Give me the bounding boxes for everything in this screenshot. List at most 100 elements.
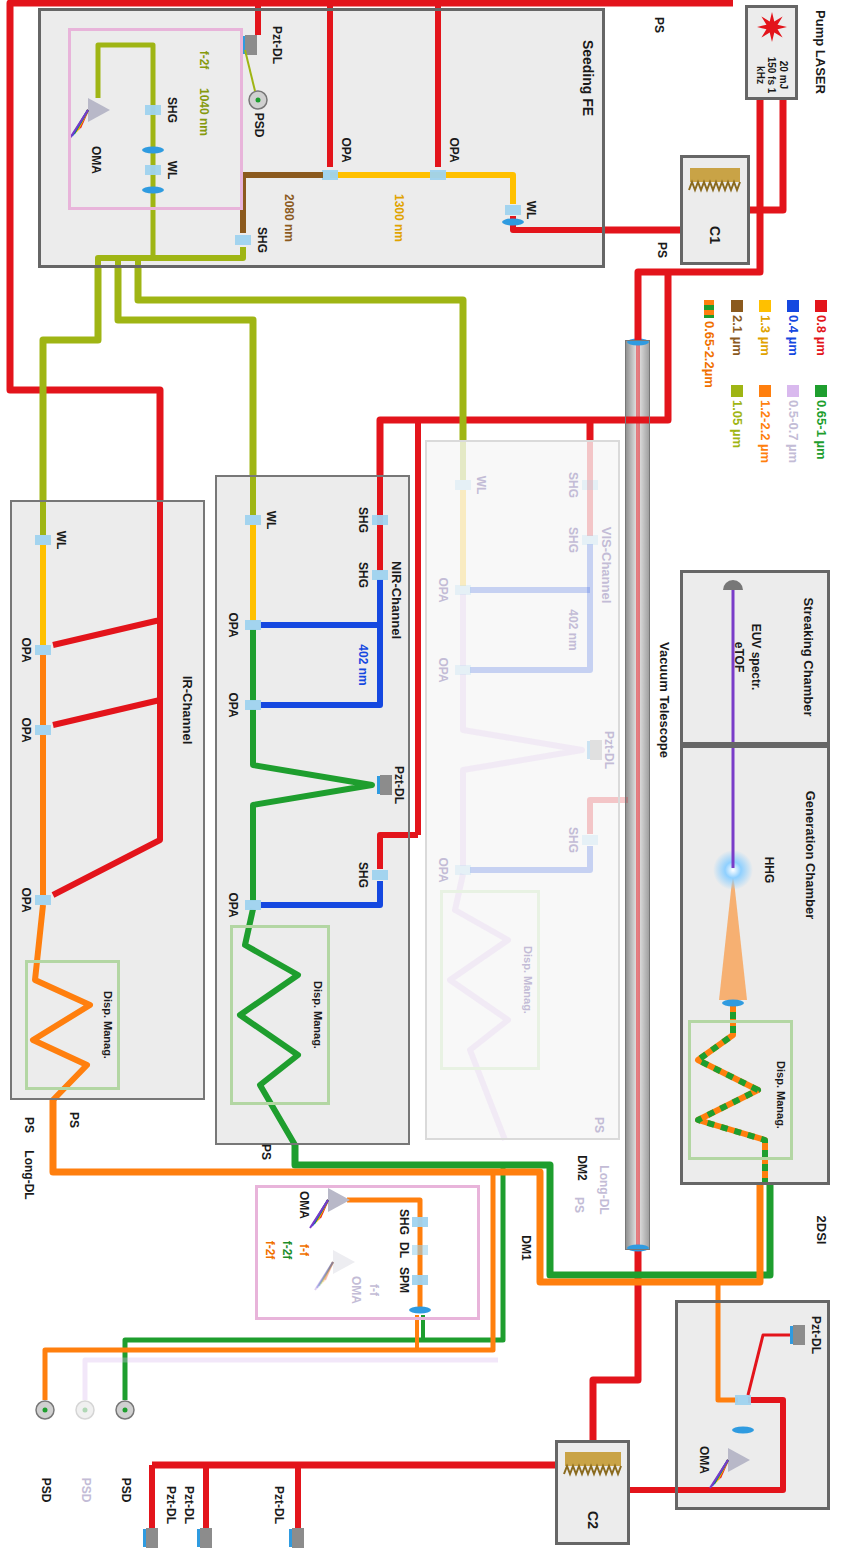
beam <box>732 590 735 868</box>
grating <box>565 1452 621 1466</box>
component-label: 402 nm <box>565 609 579 650</box>
box-text: EUV spectr. <box>748 624 762 691</box>
crystal <box>372 870 388 880</box>
beam <box>203 1465 209 1530</box>
beam <box>53 500 160 645</box>
box-title: NIR-Channel <box>389 561 404 639</box>
component-label: PSD <box>38 1478 52 1503</box>
optics-box: Seeding FEf-2f1040 nm <box>38 8 605 268</box>
crystal <box>582 835 598 845</box>
legend-entry: 1.3 µm <box>758 300 773 356</box>
box-fill <box>680 745 830 1185</box>
lens <box>142 147 164 154</box>
beam <box>40 735 46 895</box>
lens <box>732 1427 754 1434</box>
beam <box>460 490 466 586</box>
component-label: PS <box>651 17 665 33</box>
component-label: OPA <box>435 577 449 602</box>
beam <box>327 3 333 167</box>
box-title: OMA <box>296 1191 310 1219</box>
mirror <box>197 1529 200 1547</box>
crystal <box>322 170 338 180</box>
beam <box>85 1360 498 1400</box>
beam <box>98 247 243 268</box>
beam-path <box>53 1100 760 1282</box>
beam <box>152 1462 555 1469</box>
component-label: OPA <box>338 137 352 162</box>
legend-swatch <box>760 385 772 397</box>
crystal <box>430 170 446 180</box>
prism <box>728 1448 750 1472</box>
legend-entry: 0.65-1 µm <box>814 385 829 460</box>
component-label: Long-DL <box>21 1150 35 1199</box>
beam <box>250 475 256 515</box>
box-fill <box>10 500 205 1100</box>
psd-spot <box>43 1408 48 1413</box>
component-label: SHG <box>565 527 579 553</box>
optics-box: NIR-ChannelDisp. Manag. <box>215 475 410 1145</box>
crystal <box>412 1245 428 1255</box>
component-label: SHG <box>396 1209 410 1235</box>
piezo-stage <box>793 1325 805 1345</box>
component-label: PS <box>654 242 668 258</box>
beam <box>460 440 466 480</box>
component-label: 1300 nm <box>391 194 405 242</box>
component-label: Pzt-DL <box>181 1486 195 1524</box>
spectrum-ray <box>710 1460 728 1488</box>
component-label: PSD <box>251 113 265 138</box>
crystal <box>35 725 51 735</box>
component-label: OMA <box>348 1276 362 1304</box>
box-fill <box>625 340 650 1250</box>
component-label: PS <box>571 1197 585 1213</box>
legend-text: 1.2-2.2 µm <box>758 400 773 463</box>
component-label: OPA <box>18 637 32 662</box>
spectrum-ray <box>315 1262 333 1290</box>
optics-box: C1 <box>680 155 750 265</box>
box-fill <box>425 440 620 1140</box>
legend-text: 0.8 µm <box>814 315 829 356</box>
legend-swatch <box>732 385 744 397</box>
legend-text: 1.3 µm <box>758 315 773 356</box>
optics-box: Disp. Manag. <box>688 1020 793 1160</box>
mirror <box>790 1326 793 1344</box>
box-fill <box>675 1300 830 1510</box>
component-label: 2080 nm <box>281 194 295 242</box>
beam-path <box>138 268 463 440</box>
component-label: OPA <box>225 892 239 917</box>
component-label: OPA <box>446 137 460 162</box>
crystal <box>245 900 261 910</box>
component-label: Pzt-DL <box>391 766 405 804</box>
component-label: SHG <box>565 472 579 498</box>
box-text: f-f <box>296 1244 310 1256</box>
optics-box: IR-ChannelDisp. Manag. <box>10 500 205 1100</box>
psd-detector <box>36 1401 54 1419</box>
box-title: Disp. Manag. <box>102 991 115 1059</box>
legend-entry: 1.05 µm <box>730 385 745 448</box>
beam <box>470 544 590 670</box>
box-title: Pump LASER <box>813 10 828 94</box>
beam <box>295 1465 301 1530</box>
beam <box>40 500 46 535</box>
lens <box>409 1307 431 1314</box>
prism <box>88 98 110 122</box>
beam <box>330 172 438 178</box>
legend-entry: 0.4 µm <box>786 300 801 356</box>
box-text: 1040 nm <box>196 88 210 136</box>
beam-path <box>605 227 680 234</box>
piezo-stage <box>292 1528 304 1548</box>
legend-entry: 0.8 µm <box>814 300 829 356</box>
legend-swatch-dashed <box>705 300 715 318</box>
crystal <box>35 535 51 545</box>
beam <box>460 594 466 666</box>
optics-box: Disp. Manag. <box>25 960 120 1090</box>
beam <box>415 420 421 835</box>
legend-swatch <box>732 300 744 312</box>
crystal <box>505 205 521 215</box>
piezo-stage <box>200 1528 212 1548</box>
prism <box>333 1250 355 1274</box>
box-fill <box>215 475 410 1145</box>
box-title: 2DSI <box>814 1216 829 1245</box>
beam <box>435 3 441 167</box>
component-label: WL <box>53 531 67 550</box>
beam <box>260 579 380 705</box>
